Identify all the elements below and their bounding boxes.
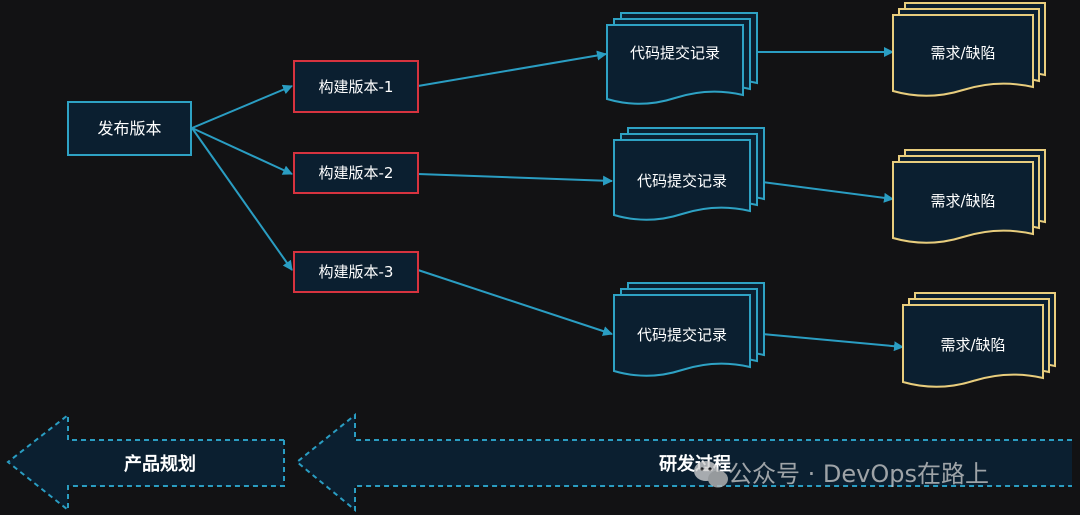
commits-stack-1: 代码提交记录 [606, 12, 758, 105]
arrow-build-3-to-commits-3 [417, 269, 613, 336]
connectors [191, 47, 904, 352]
arrow-commits-2-to-req-2 [761, 181, 894, 203]
requirements-label-2: 需求/缺陷 [930, 192, 995, 210]
build-label-3: 构建版本-3 [319, 263, 394, 281]
commits-label-2: 代码提交记录 [637, 172, 727, 190]
arrow-build-1-to-commits-1 [417, 50, 607, 87]
build-node-3: 构建版本-3 [293, 251, 419, 293]
requirements-stack-3: 需求/缺陷 [902, 292, 1056, 388]
arrow-build-2-to-commits-2 [417, 173, 613, 186]
release-label: 发布版本 [97, 119, 161, 138]
requirements-stack-1: 需求/缺陷 [892, 2, 1046, 97]
watermark-text: 公众号 · DevOps在路上 [728, 460, 989, 488]
build-node-1: 构建版本-1 [293, 60, 419, 113]
phase-label-planning: 产品规划 [124, 453, 196, 475]
build-node-2: 构建版本-2 [293, 152, 419, 194]
arrow-release-to-build-3 [191, 127, 293, 271]
commits-stack-2: 代码提交记录 [613, 127, 765, 221]
build-label-1: 构建版本-1 [319, 78, 394, 96]
requirements-stack-2: 需求/缺陷 [892, 149, 1046, 244]
commits-label-3: 代码提交记录 [637, 326, 727, 344]
arrow-release-to-build-2 [191, 127, 293, 175]
commits-label-1: 代码提交记录 [630, 44, 720, 62]
arrow-commits-3-to-req-3 [761, 333, 904, 352]
commits-stack-3: 代码提交记录 [613, 282, 765, 377]
requirements-label-1: 需求/缺陷 [930, 44, 995, 62]
release-node: 发布版本 [67, 101, 192, 156]
watermark: 公众号 · DevOps在路上 [694, 460, 989, 488]
phase-arrow-planning: 产品规划 [6, 412, 285, 513]
arrow-release-to-build-1 [191, 84, 293, 129]
requirements-label-3: 需求/缺陷 [940, 336, 1005, 354]
wechat-icon [694, 461, 728, 488]
build-label-2: 构建版本-2 [319, 164, 394, 182]
